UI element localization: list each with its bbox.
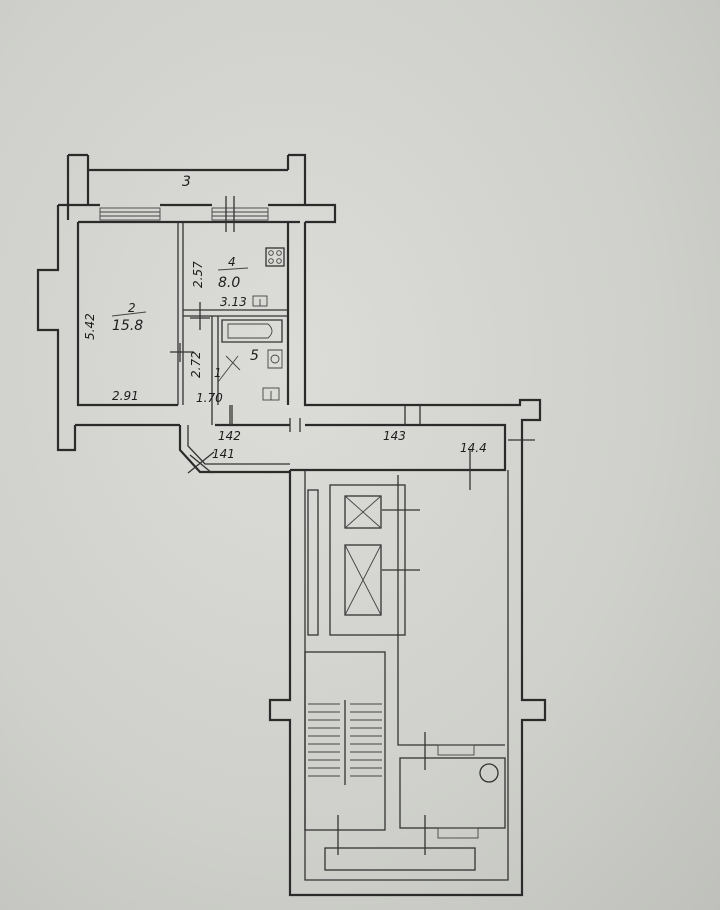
- plan-labels: 3 2 15.8 4 8.0 5.42 2.57 3.13 2.72 1 5 2…: [83, 174, 487, 461]
- label-dim-313: 3.13: [220, 295, 247, 309]
- label-room-1: 1: [214, 366, 222, 380]
- label-room-3: 3: [182, 174, 191, 190]
- stair-core-walls: [268, 428, 547, 897]
- label-room-4-number: 4: [228, 255, 236, 269]
- label-dim-170: 1.70: [196, 391, 223, 405]
- label-dim-291: 2.91: [112, 389, 139, 403]
- label-room-2-area: 15.8: [112, 318, 143, 334]
- label-unit-144: 14.4: [460, 441, 487, 455]
- label-room-4-area: 8.0: [218, 275, 240, 291]
- fixtures: [217, 247, 285, 401]
- dimension-ticks: [170, 302, 535, 490]
- label-unit-143: 143: [383, 429, 406, 443]
- label-room-2-number: 2: [128, 301, 136, 315]
- label-unit-142: 142: [218, 429, 241, 443]
- label-unit-141: 141: [212, 447, 235, 461]
- label-dim-542: 5.42: [83, 313, 97, 340]
- label-dim-272: 2.72: [189, 351, 203, 378]
- label-dim-257: 2.57: [191, 261, 205, 288]
- balcony-windows: [99, 196, 269, 232]
- apartment-walls: [36, 153, 542, 474]
- label-room-5: 5: [250, 348, 259, 364]
